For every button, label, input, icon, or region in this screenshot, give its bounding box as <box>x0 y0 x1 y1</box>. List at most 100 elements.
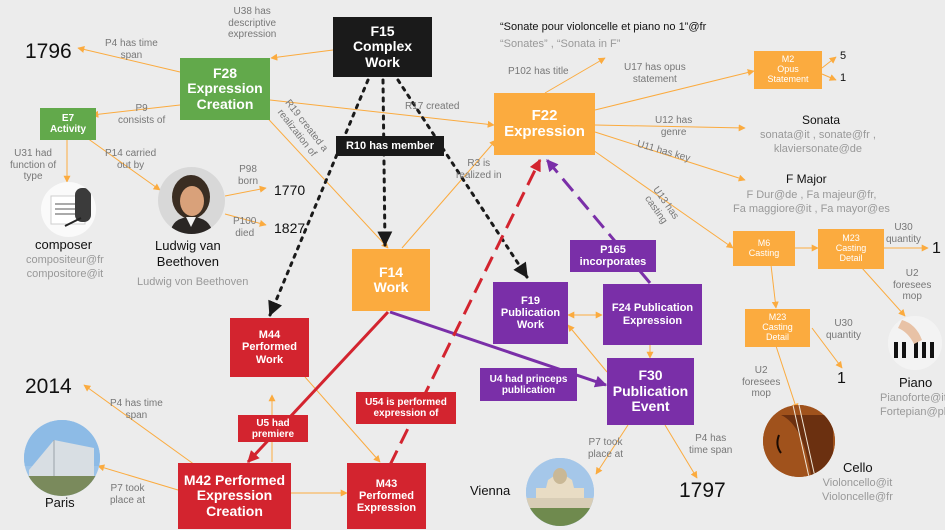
relation-p165-incorporates[interactable]: P165 incorporates <box>570 240 656 272</box>
node-f28-l3: Creation <box>196 95 254 112</box>
node-f28-l1: F28 <box>212 64 238 81</box>
relation-u54-l2: expression of <box>373 408 439 419</box>
node-m43-l2: Performed <box>358 489 415 502</box>
edge-u17 <box>594 69 755 111</box>
relation-p165-l2: incorporates <box>579 256 647 268</box>
label-p100-l1: P100 <box>233 216 257 227</box>
genre-label: Sonata <box>802 113 841 127</box>
relation-u5-had-premiere[interactable]: U5 had premiere <box>238 415 308 442</box>
node-f14-work[interactable]: F14 Work <box>352 249 430 311</box>
cello-alt-1: Violoncello@it <box>822 477 893 489</box>
label-p9-l1: P9 <box>135 103 148 114</box>
value-opus-5: 5 <box>840 50 847 62</box>
node-f15-complex-work[interactable]: F15 Complex Work <box>333 17 432 77</box>
paris-image <box>24 420 100 496</box>
label-p7-paris: P7 took place at <box>110 483 145 506</box>
label-p98-l2: born <box>238 175 259 187</box>
node-f22-expression[interactable]: F22 Expression <box>494 93 595 155</box>
edge-m44-m43 <box>304 376 381 463</box>
node-e7-activity[interactable]: E7 Activity <box>40 108 96 140</box>
genre-alternates: sonata@it , sonate@fr , klaviersonate@de <box>760 128 876 157</box>
label-u38-l1: U38 has <box>233 6 271 17</box>
label-u31-l3: type <box>23 171 43 182</box>
label-u30a: U30 quantity <box>886 222 921 245</box>
node-m6-casting[interactable]: M6 Casting <box>733 231 795 266</box>
edge-u13 <box>589 147 734 249</box>
edge-u38 <box>270 49 334 61</box>
node-f24-publication-expression[interactable]: F24 Publication Expression <box>603 284 702 345</box>
node-m43-performed-expression[interactable]: M43 Performed Expression <box>347 463 426 529</box>
label-p7-vienna-l2: place at <box>588 448 624 460</box>
node-m6-l2: Casting <box>748 247 780 258</box>
relation-u5-l1: U5 had <box>256 417 290 429</box>
edge-u11 <box>594 131 746 182</box>
title-alternates: “Sonates” , “Sonata in F” <box>500 38 621 50</box>
node-m42-performed-expression-creation[interactable]: M42 Performed Expression Creation <box>178 463 291 529</box>
label-u2a: U2 foresees mop <box>893 268 931 303</box>
relation-u5-l2: premiere <box>251 428 295 440</box>
node-m44-l2: Performed <box>241 341 298 354</box>
genre-alt-1: sonata@it , sonate@fr , <box>760 129 876 141</box>
node-f28-expression-creation[interactable]: F28 Expression Creation <box>180 58 270 120</box>
label-p4-2014: P4 has time span <box>110 398 163 421</box>
node-m43-l3: Expression <box>356 502 417 515</box>
node-f15-l2: Complex <box>352 38 413 55</box>
node-f19-publication-work[interactable]: F19 Publication Work <box>493 282 568 344</box>
edge-m6-m23b <box>770 264 779 309</box>
label-p102: P102 has title <box>508 66 569 78</box>
node-m42-l2: Expression <box>196 487 273 504</box>
value-1796: 1796 <box>25 40 72 63</box>
edge-p7-vienna <box>595 424 629 475</box>
edge-p4-1797 <box>664 424 698 479</box>
label-p9: P9 consists of <box>118 103 165 126</box>
relation-r10-has-member[interactable]: R10 has member <box>336 136 444 156</box>
node-m44-performed-work[interactable]: M44 Performed Work <box>230 318 309 377</box>
node-f30-l2: Publication <box>612 382 689 399</box>
beethoven-name-l1: Ludwig van <box>155 238 221 253</box>
piano-alt-2: Fortepian@pl <box>880 406 945 419</box>
label-p14-l1: P14 carried <box>105 148 157 159</box>
edge-p9 <box>91 104 181 118</box>
node-m23b-l1: M23 <box>768 312 787 323</box>
label-p14: P14 carried out by <box>105 148 156 171</box>
value-1770: 1770 <box>274 182 306 198</box>
edge-u30b <box>811 327 843 369</box>
edge-p14 <box>86 137 161 191</box>
label-u30b: U30 quantity <box>826 318 861 341</box>
label-u2a-l1: U2 <box>905 268 919 279</box>
label-p4-1796-l1: P4 has time <box>105 38 158 49</box>
label-u31-l2: function of <box>10 159 57 171</box>
node-m2-opus-statement[interactable]: M2 Opus Statement <box>754 51 822 89</box>
label-r3: R3 is realized in <box>456 158 502 181</box>
label-u2b: U2 foresees mop <box>742 365 780 400</box>
relation-u4-l2: publication <box>501 384 556 396</box>
node-m23-casting-detail-a[interactable]: M23 Casting Detail <box>818 229 884 269</box>
relation-p165-l1: P165 <box>600 243 626 256</box>
node-m42-l1: M42 Performed <box>183 471 286 488</box>
vienna-image <box>526 458 594 526</box>
label-p7-vienna-l1: P7 took <box>588 437 623 448</box>
edge-opus5 <box>821 56 837 69</box>
edge-p7-paris <box>97 464 179 491</box>
label-u2b-l2: foresees <box>742 376 781 388</box>
relation-r10-label: R10 has member <box>345 139 435 152</box>
label-u17-l2: statement <box>632 73 677 85</box>
edge-r10-f19 <box>396 78 529 279</box>
node-f19-l3: Work <box>516 319 545 332</box>
edge-r10-member <box>377 78 393 247</box>
node-m23-casting-detail-b[interactable]: M23 Casting Detail <box>745 309 810 347</box>
key-alt-2: Fa maggiore@it , Fa mayor@es <box>733 203 890 216</box>
relation-u54-performed-expression-of[interactable]: U54 is performed expression of <box>356 392 456 424</box>
relation-u4-l1: U4 had princeps <box>489 373 568 385</box>
label-u12-l1: U12 has <box>655 115 693 126</box>
label-r17-l1: R17 created <box>405 101 460 112</box>
cello-icon <box>763 405 835 477</box>
node-m6-l1: M6 <box>757 237 771 248</box>
node-m23b-l3: Detail <box>765 331 789 342</box>
piano-alternates: Pianoforte@it Fortepian@pl <box>880 391 945 420</box>
node-f30-publication-event[interactable]: F30 Publication Event <box>607 358 694 425</box>
relation-u4-princeps-publication[interactable]: U4 had princeps publication <box>480 368 577 401</box>
edge-opus1 <box>821 73 837 81</box>
node-f14-l1: F14 <box>378 263 404 280</box>
piano-image <box>888 316 942 370</box>
